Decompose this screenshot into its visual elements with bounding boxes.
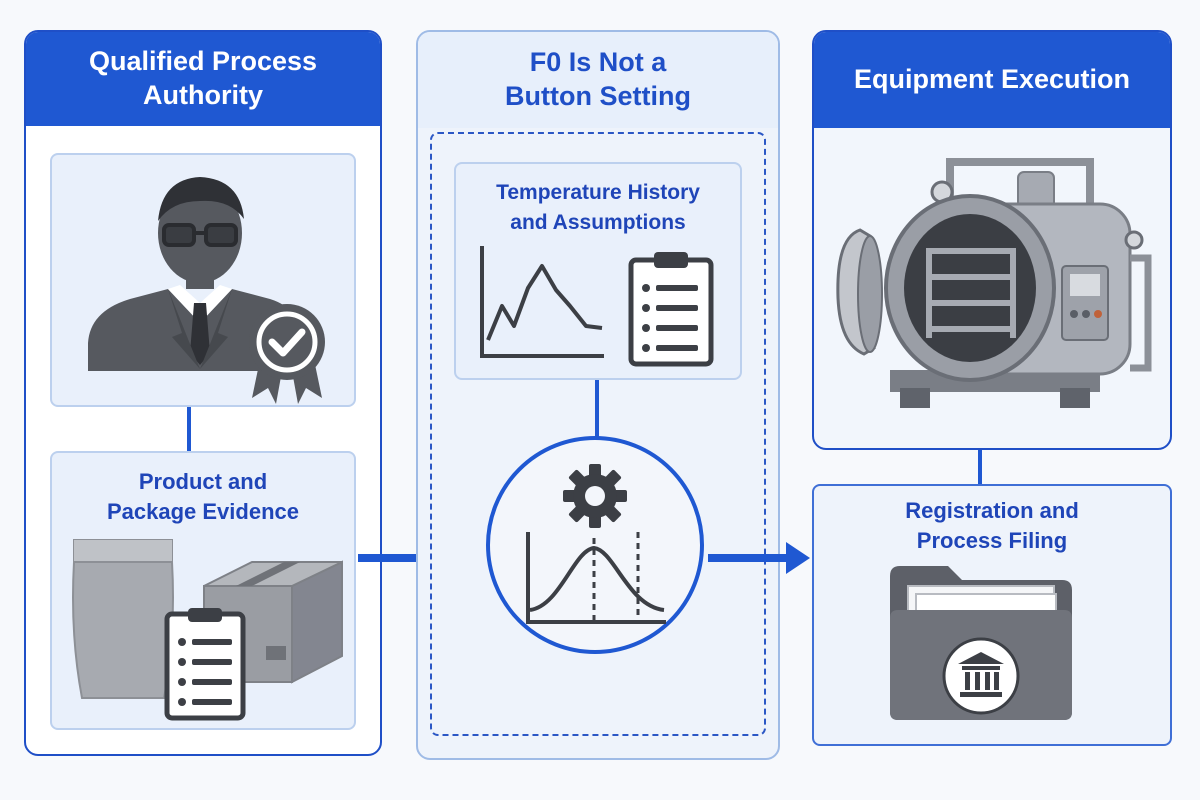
pouch-icon: [72, 539, 174, 699]
column-header: Equipment Execution: [814, 32, 1170, 128]
column-title-line-2: Button Setting: [505, 81, 691, 111]
card-label: Product and Package Evidence: [52, 467, 354, 527]
person-authority-icon: [88, 177, 304, 371]
card-label-line-2: and Assumptions: [510, 211, 686, 234]
connector-line: [187, 407, 191, 451]
column-title-line-1: F0 Is Not a: [529, 47, 667, 78]
card-label: Temperature History and Assumptions: [456, 178, 740, 238]
institution-icon: [942, 637, 1020, 715]
card-label-line-1: Temperature History: [496, 181, 700, 204]
gear-icon: [563, 464, 627, 528]
line-chart-icon: [480, 246, 604, 358]
column-title-line-1: Equipment Execution: [853, 64, 1131, 95]
dashed-frame: [430, 132, 766, 736]
card-label-line-1: Registration and: [905, 498, 1079, 523]
bell-curve-icon: [526, 532, 666, 624]
arrow-right-icon: [708, 542, 810, 574]
clipboard-icon: [164, 608, 246, 721]
column-title-line-2: Authority: [143, 80, 263, 110]
column-title: Qualified Process Authority: [89, 45, 317, 113]
connector-line: [978, 450, 982, 486]
retort-equipment-icon: [836, 158, 1152, 408]
certified-badge-icon: [249, 304, 325, 404]
column-title: F0 Is Not a Button Setting: [505, 46, 691, 114]
card-label-line-1: Product and: [138, 469, 268, 494]
clipboard-icon: [628, 252, 714, 367]
column-header: F0 Is Not a Button Setting: [418, 32, 778, 128]
connector-line: [595, 380, 599, 438]
column-title: Equipment Execution: [854, 63, 1130, 97]
column-title-line-1: Qualified Process: [88, 46, 318, 77]
card-label-line-2: Process Filing: [916, 528, 1068, 553]
card-label: Registration and Process Filing: [814, 496, 1170, 556]
card-label-line-2: Package Evidence: [106, 499, 299, 524]
column-header: Qualified Process Authority: [26, 32, 380, 126]
